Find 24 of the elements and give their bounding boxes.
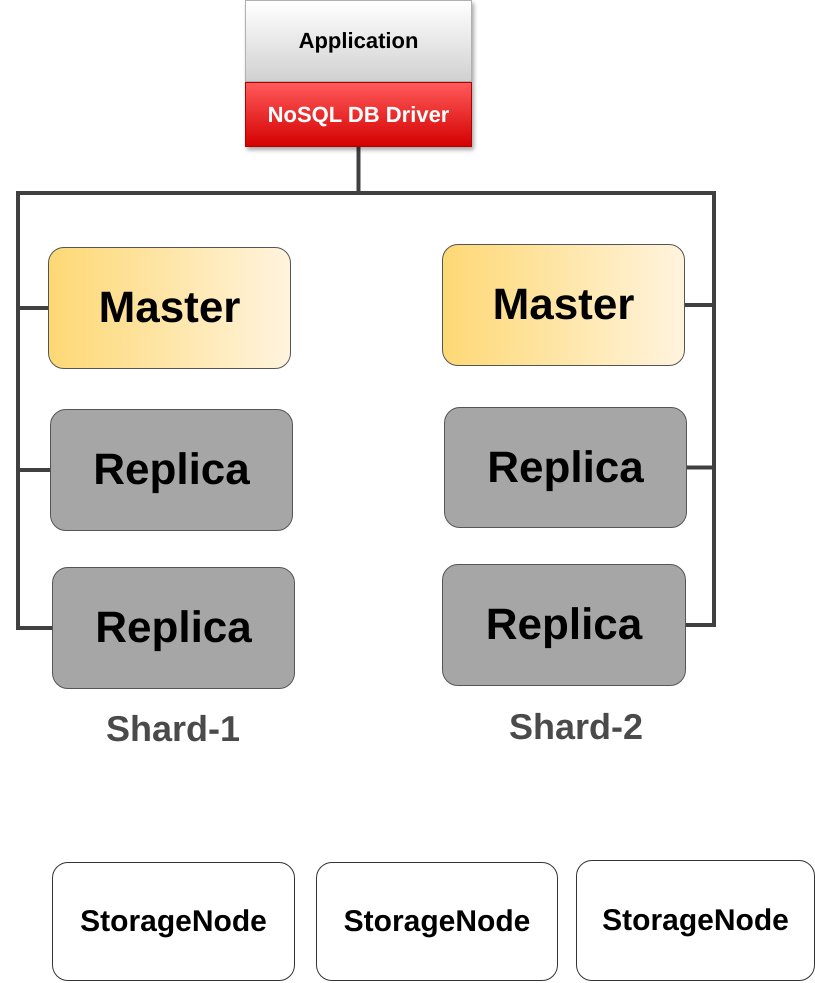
node-label: StorageNode bbox=[602, 904, 789, 938]
replica-node-box bbox=[442, 564, 686, 686]
node-label: Replica bbox=[95, 603, 252, 653]
node-label: Replica bbox=[487, 442, 644, 492]
storage-node-box bbox=[52, 862, 295, 981]
node-label: Application bbox=[298, 28, 418, 54]
node-label: StorageNode bbox=[344, 904, 530, 938]
shard-label: Shard-2 bbox=[508, 706, 644, 748]
node-label: Master bbox=[492, 280, 634, 330]
replica-node-box bbox=[52, 567, 295, 689]
application-box bbox=[245, 0, 472, 82]
node-label: StorageNode bbox=[80, 904, 267, 938]
replica-node-box bbox=[444, 407, 687, 528]
node-label: Master bbox=[98, 283, 240, 333]
master-node-box bbox=[442, 244, 685, 366]
replica-node-box bbox=[50, 409, 293, 531]
storage-node-box bbox=[576, 860, 815, 981]
storage-node-box bbox=[316, 862, 558, 981]
driver-box bbox=[245, 82, 472, 147]
node-label: Replica bbox=[93, 445, 250, 495]
shard-label: Shard-1 bbox=[106, 708, 240, 750]
node-label: NoSQL DB Driver bbox=[268, 102, 450, 128]
node-label: Replica bbox=[486, 600, 642, 650]
master-node-box bbox=[48, 247, 291, 369]
